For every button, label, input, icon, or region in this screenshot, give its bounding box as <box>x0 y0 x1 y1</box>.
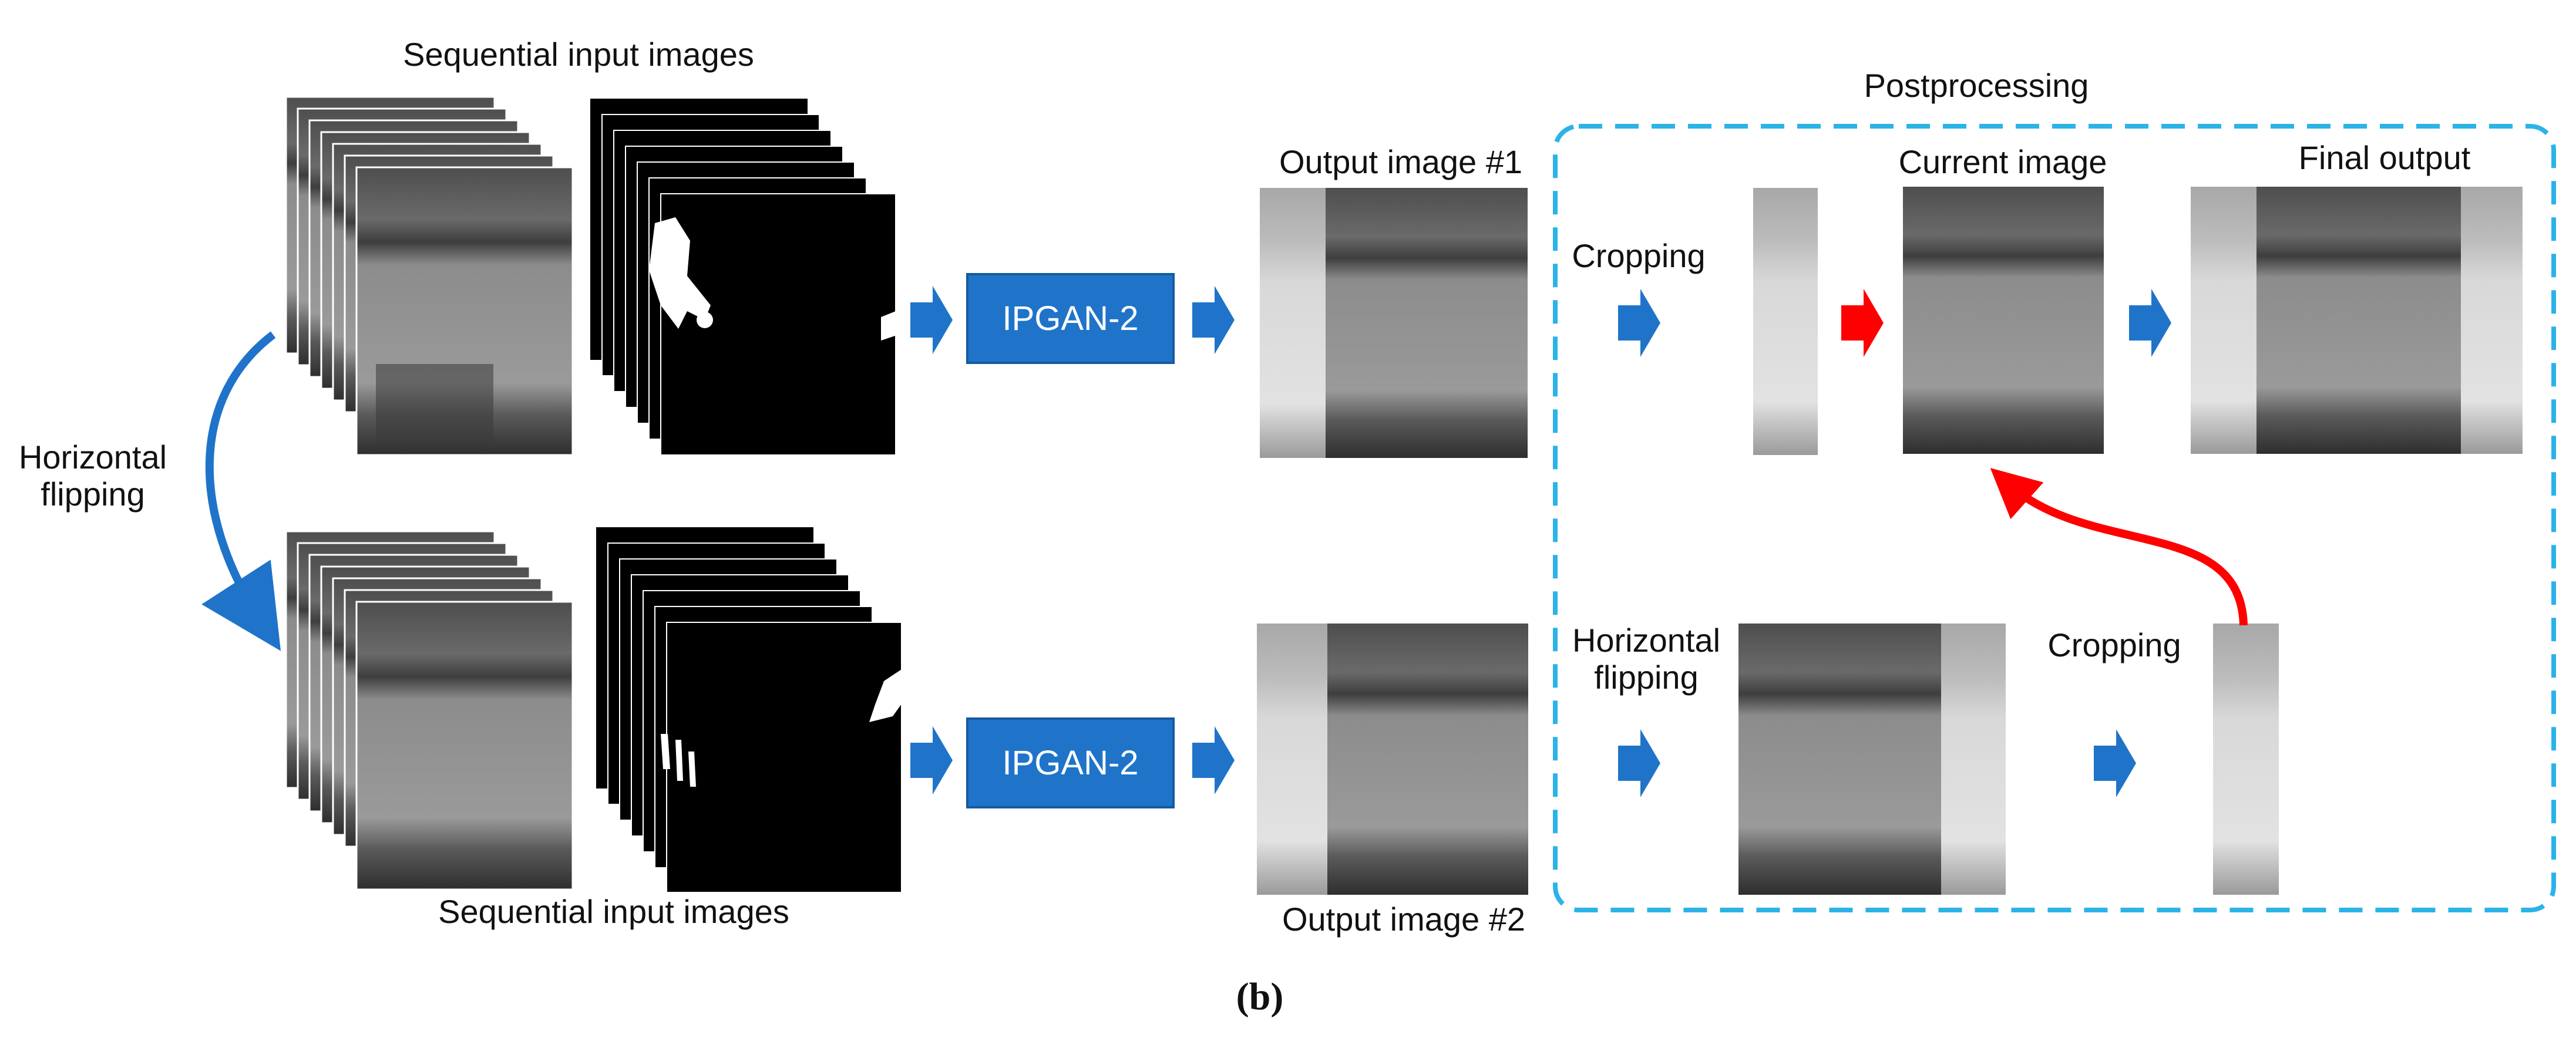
arrow-ipgan-to-out1 <box>1192 286 1235 354</box>
label-postprocessing: Postprocessing <box>1864 67 2089 104</box>
label-cropping-bottom: Cropping <box>2047 626 2181 663</box>
label-cropping-top: Cropping <box>1572 237 1706 274</box>
cropped-strip-top <box>1753 188 1818 455</box>
ipgan-2-box-bottom: IPGAN-2 <box>966 717 1175 808</box>
label-horizontal-flipping-left: Horizontal flipping <box>18 439 167 513</box>
red-curve-arrow <box>1990 468 2248 626</box>
input-image-stack-bottom <box>285 530 574 891</box>
horizontal-flip-curve-arrow <box>201 331 281 651</box>
label-sequential-input-images-bottom: Sequential input images <box>438 893 789 930</box>
arrow-crop-top <box>1618 289 1660 357</box>
arrow-hflip-post <box>1618 729 1660 797</box>
label-output-image-2: Output image #2 <box>1282 901 1526 938</box>
postprocessing-region <box>1553 124 2556 912</box>
final-output-image <box>2191 187 2523 454</box>
cropped-strip-bottom <box>2213 624 2279 895</box>
output-image-1 <box>1260 188 1528 458</box>
arrow-current-to-final <box>2129 289 2171 357</box>
label-final-output: Final output <box>2298 139 2471 176</box>
arrow-ipgan-to-out2 <box>1192 726 1235 794</box>
arrow-mask-to-ipgan-top <box>910 286 953 354</box>
label-sequential-input-images-top: Sequential input images <box>403 36 754 73</box>
flipped-output-image <box>1738 624 2006 895</box>
label-current-image: Current image <box>1898 143 2107 180</box>
blue-block-arrows <box>910 286 2171 797</box>
arrow-mask-to-ipgan-bottom <box>910 726 953 794</box>
arrow-crop-bottom <box>2094 729 2136 797</box>
label-horizontal-flipping-post: Horizontal flipping <box>1572 622 1721 696</box>
label-output-image-1: Output image #1 <box>1279 143 1523 180</box>
mask-image-stack-bottom <box>596 527 907 893</box>
red-block-arrow <box>1841 289 1884 357</box>
current-image <box>1903 187 2104 454</box>
figure-caption: (b) <box>1236 975 1284 1018</box>
ipgan-2-box-top: IPGAN-2 <box>966 273 1175 364</box>
input-image-stack-top <box>285 96 574 456</box>
output-image-2 <box>1257 624 1528 895</box>
mask-image-stack-top <box>590 99 899 456</box>
